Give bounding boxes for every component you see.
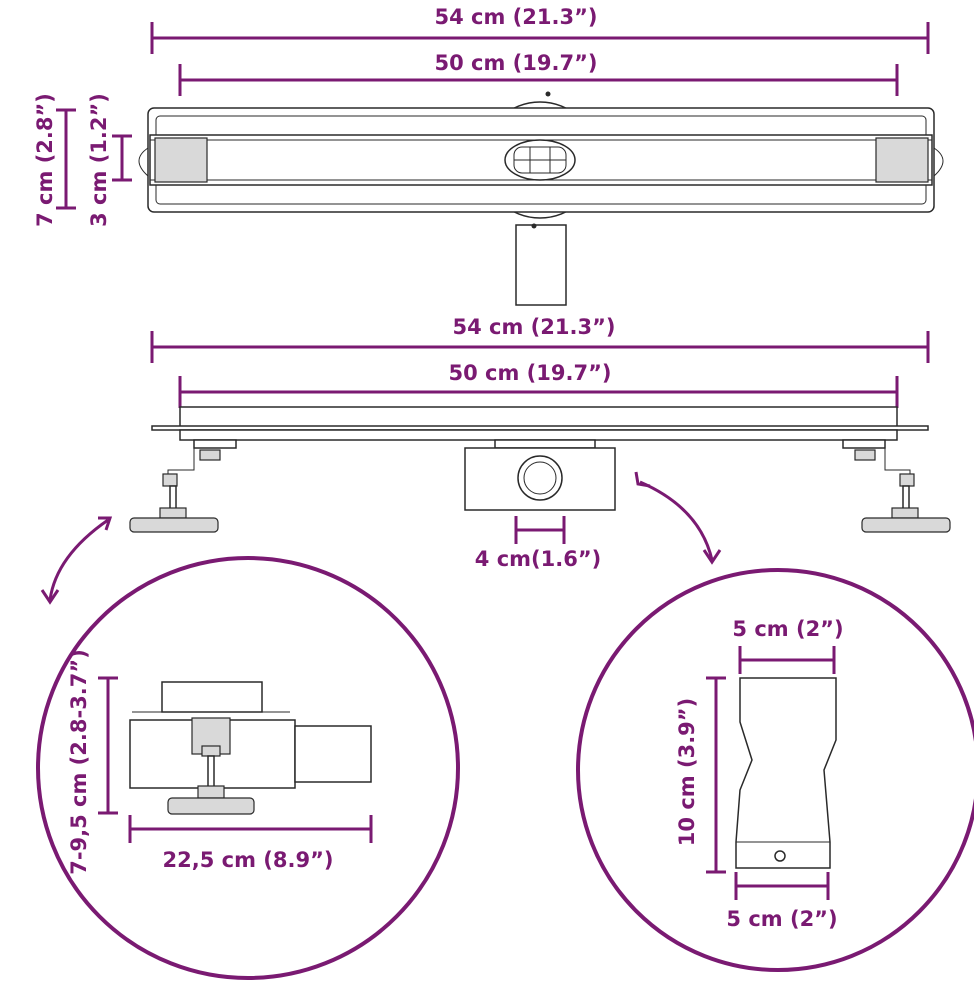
- right-top-width-label: 5 cm (2”): [732, 617, 843, 641]
- side-inner-length-label: 50 cm (19.7”): [449, 361, 612, 385]
- outlet-pipe-top: [515, 224, 567, 306]
- outlet-pipe-profile: [735, 677, 837, 869]
- right-height-label: 10 cm (3.9”): [675, 698, 699, 846]
- left-detail: 7-9,5 cm (2.8-3.7”) 22,5 cm (8.9”): [36, 556, 460, 980]
- top-view: 54 cm (21.3”) 50 cm (19.7”) 7 cm (2.8”) …: [33, 5, 944, 306]
- top-inner-length-label: 50 cm (19.7”): [435, 51, 598, 75]
- right-detail-circle: [576, 568, 974, 972]
- arrow-to-left-detail: [48, 518, 109, 601]
- left-depth-label: 22,5 cm (8.9”): [163, 848, 334, 872]
- left-end-cap: [154, 137, 208, 183]
- detail-outlet-pipe: [294, 725, 372, 783]
- right-detail: 5 cm (2”) 10 cm (3.9”) 5 cm (2”): [576, 568, 974, 972]
- left-height-range-label: 7-9,5 cm (2.8-3.7”): [67, 649, 91, 875]
- right-bottom-width-label: 5 cm (2”): [726, 907, 837, 931]
- top-overall-length-label: 54 cm (21.3”): [435, 5, 598, 29]
- outlet-hole-circle: [517, 455, 563, 501]
- top-channel-width-label: 3 cm (1.2”): [87, 93, 111, 227]
- side-view: 54 cm (21.3”) 50 cm (19.7”): [40, 315, 951, 605]
- side-overall-length-label: 54 cm (21.3”): [453, 315, 616, 339]
- sump-box: [464, 439, 616, 511]
- arrow-to-right-detail: [639, 480, 714, 561]
- outlet-diameter-label: 4 cm(1.6”): [475, 547, 601, 571]
- pipe-hole-circle: [774, 850, 786, 862]
- detail-channel-profile: [161, 681, 263, 713]
- right-support-leg: [842, 439, 951, 533]
- top-total-width-label: 7 cm (2.8”): [33, 93, 57, 227]
- left-support-leg: [129, 439, 237, 533]
- left-detail-circle: [36, 556, 460, 980]
- right-end-cap: [875, 137, 929, 183]
